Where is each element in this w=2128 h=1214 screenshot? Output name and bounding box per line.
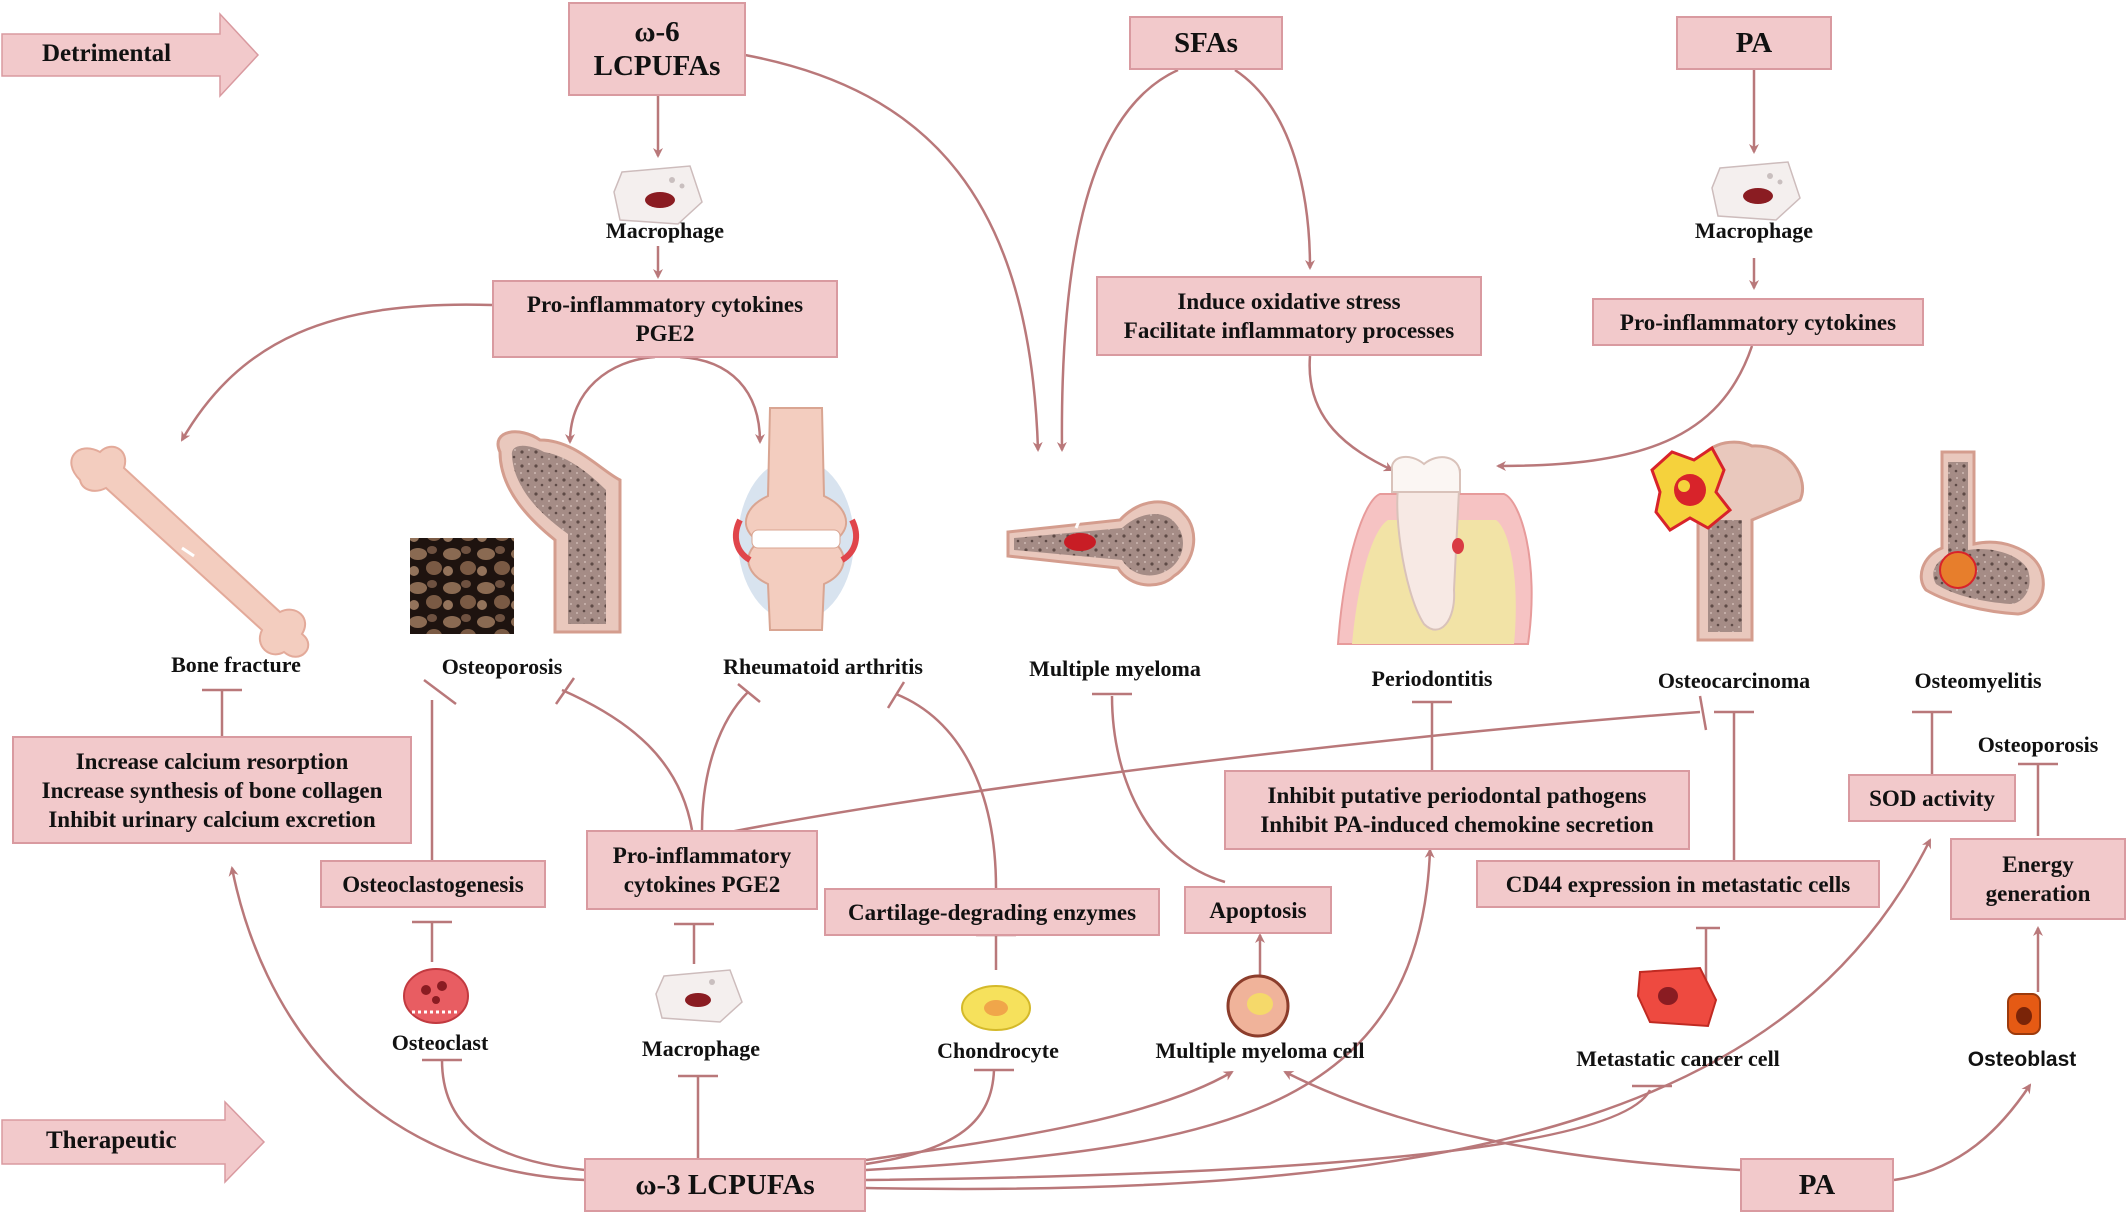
arrow-pa-cytokines-periodontitis [1496, 345, 1754, 471]
macrophage-bottom-icon [655, 969, 743, 1023]
macrophage-top-left-label: Macrophage [605, 218, 725, 243]
oxidative-stress-line1: Induce oxidative stress [1177, 289, 1401, 314]
metastatic-cell-icon [1636, 966, 1718, 1028]
therapeutic-banner-arrow [1, 1100, 266, 1184]
myeloma-cell-label: Multiple myeloma cell [1155, 1038, 1365, 1063]
omega6-label-line2: LCPUFAs [593, 50, 721, 82]
arrow-pa-osteoblast [1893, 1083, 2032, 1182]
inhibit-omega3-chondrocyte [865, 1069, 996, 1166]
osteoclastogenesis-box: Osteoclastogenesis [320, 860, 546, 908]
arrow-omega3-calcium [228, 866, 586, 1182]
arrow-sfas-oxidative [1234, 68, 1315, 270]
arrow-cytokines-osteoporosis [565, 355, 656, 444]
bone-fracture-illustration [70, 445, 310, 658]
osteomyelitis-label: Osteomyelitis [1914, 668, 2042, 693]
sfas-box: SFAs [1129, 16, 1283, 70]
chondrocyte-label: Chondrocyte [937, 1038, 1059, 1063]
omega6-lcpufas-box: ω-6 LCPUFAs [568, 2, 746, 96]
osteocarcinoma-label: Osteocarcinoma [1657, 668, 1811, 693]
arrow-cytokines-fracture [180, 303, 493, 442]
energy-line1: Energy [2002, 852, 2074, 877]
omega6-label-line1: ω-6 [634, 16, 680, 48]
arrow-sfas-myeloma [1056, 68, 1179, 452]
pa-top-box: PA [1676, 16, 1832, 70]
arrow-omega3-periodontal [865, 848, 1435, 1172]
osteoblast-icon [2007, 993, 2041, 1035]
arrow-omega3-sod [865, 838, 1932, 1191]
calcium-line3: Inhibit urinary calcium excretion [48, 806, 376, 832]
arrow-cytokines-ra [679, 355, 765, 444]
arrow-omega3-myeloma-cell [865, 1070, 1234, 1162]
proinflammatory-pge2-line1: Pro-inflammatory cytokines [526, 292, 804, 317]
omega3-lcpufas-box: ω-3 LCPUFAs [584, 1158, 866, 1212]
myeloma-cell-icon [1226, 974, 1290, 1038]
macrophage-top-right-icon [1711, 161, 1801, 221]
arrow-omega6-myeloma [744, 53, 1043, 452]
multiple-myeloma-illustration [1006, 500, 1196, 587]
pa-bottom-box: PA [1740, 1158, 1894, 1212]
proinflammatory-cytokines-box: Pro-inflammatory cytokines PGE2 [586, 830, 818, 910]
periodontitis-illustration [1336, 455, 1533, 645]
pa-proinflammatory-box: Pro-inflammatory cytokines [1592, 298, 1924, 346]
osteomyelitis-illustration [1919, 450, 2045, 616]
detrimental-label: Detrimental [42, 40, 172, 67]
periodontal-line2: Inhibit PA-induced chemokine secretion [1260, 812, 1654, 837]
osteocarcinoma-illustration [1650, 440, 1805, 642]
oxidative-stress-line2: Facilitate inflammatory processes [1123, 318, 1455, 343]
cartilage-degrading-box: Cartilage-degrading enzymes [824, 888, 1160, 936]
chondrocyte-icon [961, 985, 1031, 1031]
proinflammatory-pge2-box: Pro-inflammatory cytokines PGE2 [492, 280, 838, 358]
bone-fracture-label: Bone fracture [171, 652, 301, 677]
multiple-myeloma-label: Multiple myeloma [1029, 656, 1201, 681]
inhibit-apoptosis-myeloma [1110, 695, 1226, 884]
rheumatoid-arthritis-label: Rheumatoid arthritis [723, 654, 923, 679]
macrophage-top-right-label: Macrophage [1694, 218, 1814, 243]
arrow-pa-myeloma-cell [1283, 1070, 1741, 1172]
osteoporosis-right-label: Osteoporosis [1977, 732, 2099, 757]
periodontitis-label: Periodontitis [1371, 666, 1493, 691]
calcium-line1: Increase calcium resorption [75, 748, 349, 774]
osteoporosis-illustration [410, 430, 622, 634]
therapeutic-label: Therapeutic [46, 1127, 177, 1154]
inhibit-omega3-osteoclast [440, 1059, 586, 1172]
macrophage-top-left-icon [613, 165, 703, 225]
proinflammatory-line1: Pro-inflammatory [612, 843, 792, 868]
metastatic-cell-label: Metastatic cancer cell [1576, 1046, 1780, 1071]
proinflammatory-line2: cytokines PGE2 [623, 872, 781, 897]
energy-line2: generation [1985, 881, 2091, 906]
calcium-line2: Increase synthesis of bone collagen [41, 777, 383, 803]
periodontal-pathogens-box: Inhibit putative periodontal pathogens I… [1224, 770, 1690, 850]
macrophage-bottom-label: Macrophage [641, 1036, 761, 1061]
apoptosis-box: Apoptosis [1184, 886, 1332, 934]
proinflammatory-pge2-line2: PGE2 [635, 321, 695, 346]
osteoclast-icon [403, 968, 469, 1024]
cd44-expression-box: CD44 expression in metastatic cells [1476, 860, 1880, 908]
inhibit-cytokines-osteoporosis [561, 688, 694, 831]
energy-generation-box: Energy generation [1950, 838, 2126, 920]
inhibit-omega3-metastatic [865, 1089, 1652, 1182]
periodontal-line1: Inhibit putative periodontal pathogens [1267, 783, 1647, 808]
sod-activity-box: SOD activity [1848, 774, 2016, 822]
oxidative-stress-box: Induce oxidative stress Facilitate infla… [1096, 276, 1482, 356]
inhibit-cytokines-osteocarcinoma [729, 710, 1701, 834]
rheumatoid-arthritis-illustration [732, 407, 860, 631]
osteoporosis-label: Osteoporosis [441, 654, 563, 679]
inhibit-cartilage-ra [895, 692, 998, 889]
arrow-oxidative-periodontitis [1308, 355, 1394, 472]
detrimental-banner-arrow [1, 12, 260, 98]
inhibit-cytokines-ra [700, 691, 749, 831]
osteoclast-label: Osteoclast [391, 1030, 489, 1055]
calcium-box: Increase calcium resorption Increase syn… [12, 736, 412, 844]
osteoblast-label: Osteoblast [1967, 1048, 2077, 1071]
